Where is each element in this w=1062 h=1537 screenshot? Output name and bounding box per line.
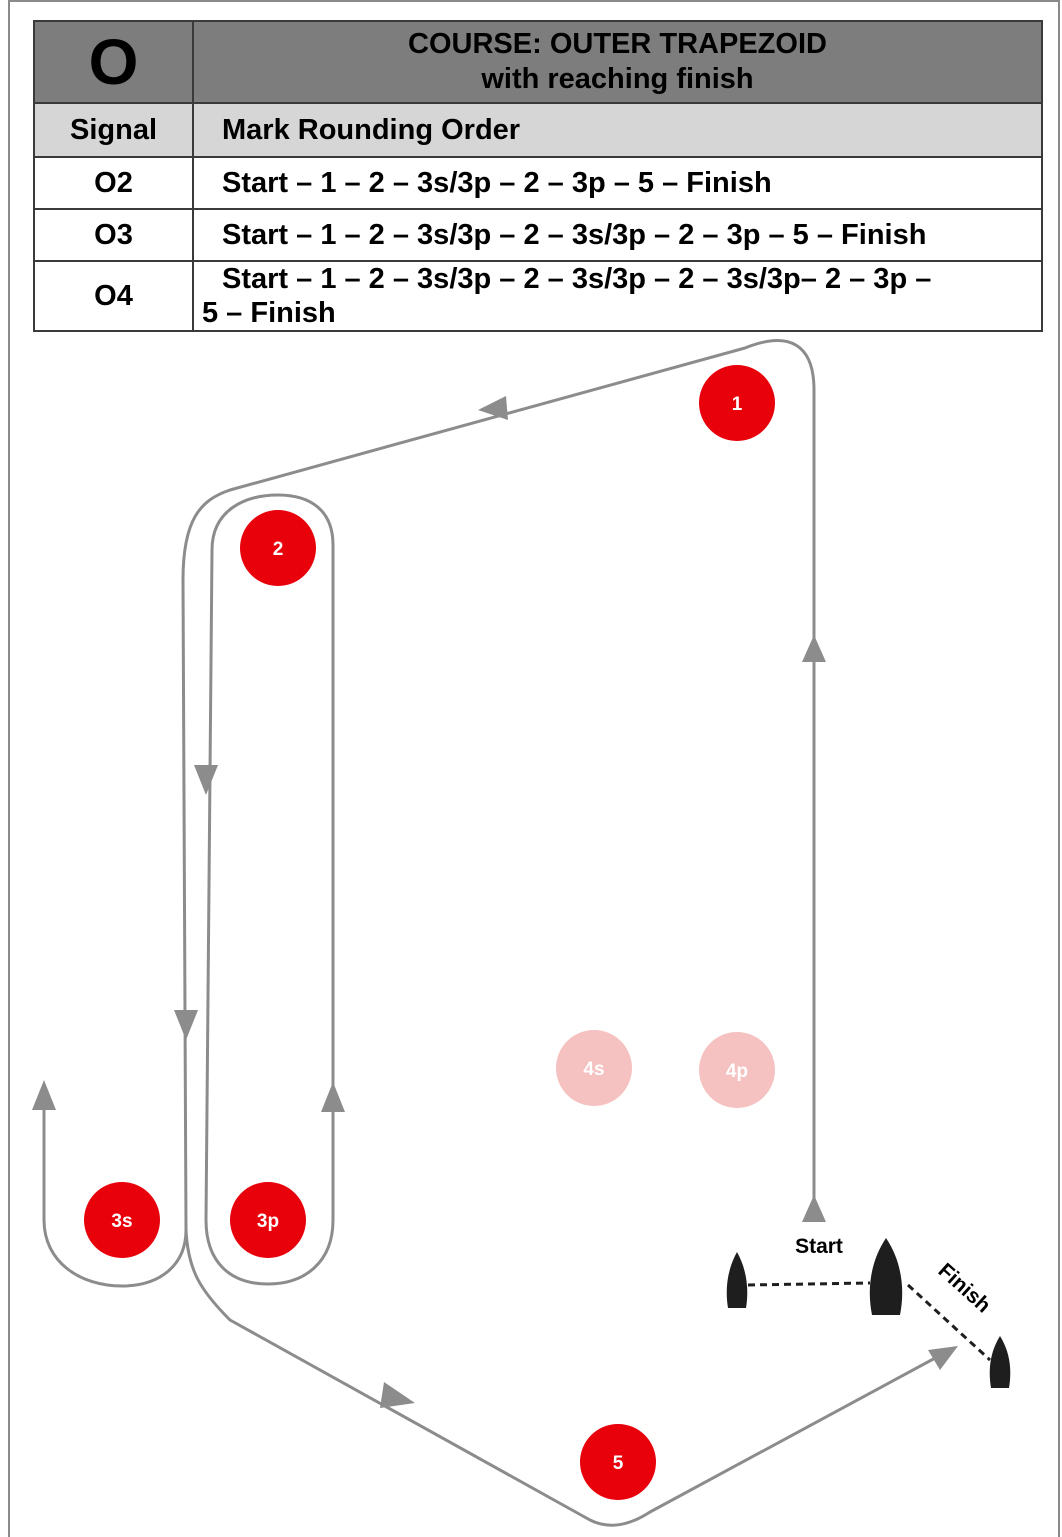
course-title: COURSE: OUTER TRAPEZOID with reaching fi… (192, 20, 1043, 104)
order-cell: Start – 1 – 2 – 3s/3p – 2 – 3s/3p – 2 – … (192, 260, 1043, 332)
table-row: O4 Start – 1 – 2 – 3s/3p – 2 – 3s/3p – 2… (33, 260, 1043, 332)
mark-4p-label: 4p (726, 1061, 748, 1082)
course-code: O (33, 20, 194, 104)
table-row: O2 Start – 1 – 2 – 3s/3p – 2 – 3p – 5 – … (33, 156, 1043, 210)
course-table: O COURSE: OUTER TRAPEZOID with reaching … (33, 20, 1043, 332)
arrow-down-icon (174, 1010, 198, 1040)
mark-5-label: 5 (613, 1453, 624, 1474)
mark-1: 1 (699, 365, 775, 441)
page-frame (8, 0, 1060, 1537)
mark-2-label: 2 (273, 539, 284, 560)
mark-4s-label: 4s (583, 1059, 604, 1080)
finish-label: Finish (934, 1259, 995, 1317)
signal-cell: O4 (33, 260, 194, 332)
arrow-up-icon (32, 1080, 56, 1110)
arrow-right-icon (380, 1382, 415, 1408)
mark-4s: 4s (556, 1030, 632, 1106)
course-line-upwind (181, 339, 952, 1527)
order-cell: Start – 1 – 2 – 3s/3p – 2 – 3p – 5 – Fin… (192, 156, 1043, 210)
arrow-left-icon (478, 396, 508, 420)
mark-3p: 3p (230, 1182, 306, 1258)
mark-3p-label: 3p (257, 1211, 279, 1232)
arrow-right-icon (928, 1346, 958, 1370)
order-line-2: 5 – Finish (202, 297, 336, 329)
signal-cell: O3 (33, 208, 194, 262)
mark-4p-buoy (699, 1032, 775, 1108)
arrow-down-icon (194, 765, 218, 795)
arrow-up-icon (802, 1195, 826, 1222)
course-line-gate-3s (42, 1088, 188, 1288)
mark-4p: 4p (699, 1032, 775, 1108)
committee-boat-icon (869, 1238, 903, 1315)
mark-4s-buoy (556, 1030, 632, 1106)
start-label: Start (795, 1235, 843, 1258)
arrow-up-icon (802, 635, 826, 662)
signal-cell: O2 (33, 156, 194, 210)
mark-5-buoy (580, 1424, 656, 1500)
finish-boat-icon (989, 1336, 1011, 1388)
finish-line (906, 1283, 992, 1362)
mark-5: 5 (580, 1424, 656, 1500)
course-title-line1: COURSE: OUTER TRAPEZOID (408, 28, 827, 60)
table-row: O3 Start – 1 – 2 – 3s/3p – 2 – 3s/3p – 2… (33, 208, 1043, 262)
mark-3p-buoy (230, 1182, 306, 1258)
mark-2-buoy (240, 510, 316, 586)
start-line (747, 1281, 871, 1287)
arrow-up-icon (321, 1082, 345, 1112)
mark-3s-buoy (84, 1182, 160, 1258)
mark-2: 2 (240, 510, 316, 586)
course-title-line2: with reaching finish (481, 63, 754, 95)
column-header-order: Mark Rounding Order (192, 102, 1043, 158)
order-cell: Start – 1 – 2 – 3s/3p – 2 – 3s/3p – 2 – … (192, 208, 1043, 262)
course-line-inner-loop (204, 493, 335, 1286)
mark-1-label: 1 (732, 394, 743, 415)
pin-end-boat-icon (726, 1252, 748, 1308)
mark-3s: 3s (84, 1182, 160, 1258)
mark-1-buoy (699, 365, 775, 441)
mark-3s-label: 3s (111, 1211, 132, 1232)
column-header-signal: Signal (33, 102, 194, 158)
order-line-1: Start – 1 – 2 – 3s/3p – 2 – 3s/3p – 2 – … (222, 263, 932, 295)
